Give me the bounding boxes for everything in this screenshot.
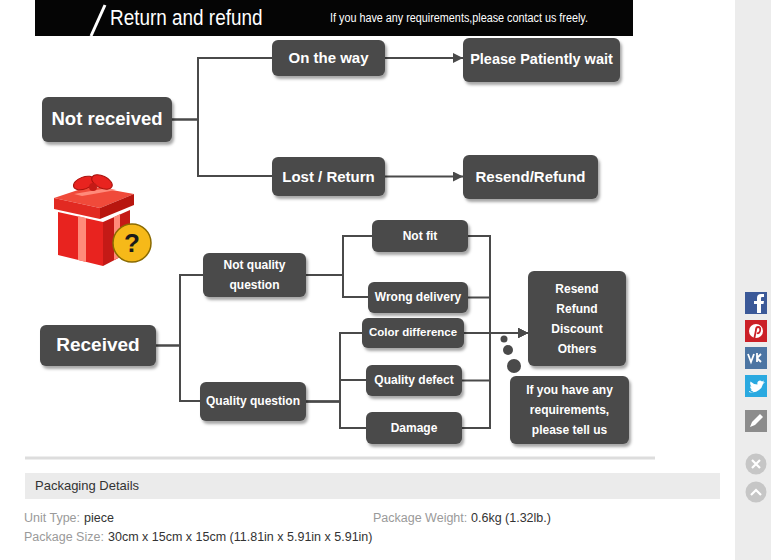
gift-ribbon	[78, 216, 86, 262]
gift-front	[58, 212, 103, 266]
box-text: Received	[56, 334, 139, 357]
field-name: Package Size:	[24, 529, 104, 545]
connector	[156, 275, 203, 346]
connector	[462, 333, 528, 381]
field-value: 0.6kg (1.32lb.)	[471, 510, 551, 526]
box-text: If you have any requirements, please tel…	[516, 380, 623, 440]
connector	[306, 275, 368, 297]
connector	[385, 176, 463, 178]
scroll-top-button	[746, 482, 767, 503]
facebook-glyph	[754, 294, 764, 313]
gift-lid-front	[54, 198, 100, 219]
facebook-icon	[745, 292, 767, 314]
process-box: Color difference	[362, 318, 464, 348]
banner-title: Return and refund	[110, 4, 263, 32]
connector	[306, 333, 362, 402]
box-text: Resend/Refund	[475, 168, 585, 186]
process-box: Lost / Return	[272, 157, 385, 196]
banner-slash	[91, 5, 105, 36]
gift-illustration	[54, 172, 151, 266]
box-text: Resend Refund Discount Others	[544, 279, 610, 359]
bubble-dot	[501, 336, 508, 343]
box-text: On the way	[288, 49, 368, 67]
banner-subtitle: If you have any requirements,please cont…	[330, 10, 588, 26]
question-mark: ?	[112, 224, 152, 262]
box-text: Lost / Return	[282, 168, 375, 186]
box-text: Damage	[391, 421, 438, 435]
thought-bubbles	[501, 336, 522, 374]
pinterest-icon	[745, 320, 767, 342]
process-box: Resend/Refund	[463, 155, 598, 199]
side-strip	[735, 0, 771, 560]
process-box: Resend Refund Discount Others	[528, 271, 626, 366]
field-value: piece	[84, 510, 114, 526]
close-glyph	[752, 460, 760, 468]
gift-lid-side	[100, 194, 134, 219]
connector	[172, 120, 272, 177]
process-box: Quality defect	[366, 365, 462, 396]
close-button	[746, 454, 767, 475]
box-text: Not fit	[403, 229, 438, 243]
field-name: Unit Type:	[24, 510, 80, 526]
bubble-dot	[503, 345, 513, 355]
box-text: Not quality question	[209, 255, 300, 295]
box-text: Quality defect	[374, 373, 453, 387]
vk-glyph	[748, 353, 761, 362]
vk-icon	[745, 347, 767, 369]
pinterest-glyph	[754, 327, 760, 340]
box-text: Color difference	[369, 326, 457, 340]
connector	[306, 402, 366, 429]
box-text: Wrong delivery	[375, 290, 461, 304]
process-box: Not fit	[372, 220, 468, 252]
box-text: Packaging Details	[35, 478, 139, 494]
box-text: Please Patiently wait	[470, 51, 613, 68]
connector	[172, 58, 272, 120]
gift-bow	[89, 172, 114, 192]
section-band: Packaging Details	[25, 473, 720, 499]
connector	[468, 298, 528, 334]
twitter-glyph	[749, 381, 765, 393]
process-box: Not quality question	[203, 253, 306, 297]
process-box: Quality question	[200, 382, 306, 421]
chevron-glyph	[751, 490, 761, 495]
process-box: If you have any requirements, please tel…	[510, 376, 629, 444]
box-text: Not received	[51, 108, 162, 130]
gift-knot	[89, 183, 97, 191]
edit-icon	[745, 410, 767, 432]
process-box: Received	[40, 325, 156, 366]
connector	[468, 236, 528, 333]
process-box: Wrong delivery	[368, 282, 468, 313]
pencil-glyph	[750, 414, 763, 427]
process-box: Damage	[366, 412, 462, 444]
process-box: Please Patiently wait	[463, 38, 620, 82]
field-value: 30cm x 15cm x 15cm (11.81in x 5.91in x 5…	[108, 529, 372, 545]
connector	[385, 57, 463, 59]
separator-line	[25, 457, 655, 460]
bubble-dot	[507, 359, 521, 373]
banner-bar	[35, 0, 633, 36]
connector	[156, 346, 200, 402]
field-name: Package Weight:	[373, 510, 467, 526]
twitter-icon	[745, 375, 767, 397]
share-icons	[745, 292, 767, 503]
process-box: On the way	[272, 40, 385, 76]
connector	[306, 380, 366, 402]
process-box: Not received	[42, 97, 172, 142]
box-text: Quality question	[206, 394, 300, 408]
question-badge	[113, 224, 151, 262]
connector	[306, 236, 372, 275]
